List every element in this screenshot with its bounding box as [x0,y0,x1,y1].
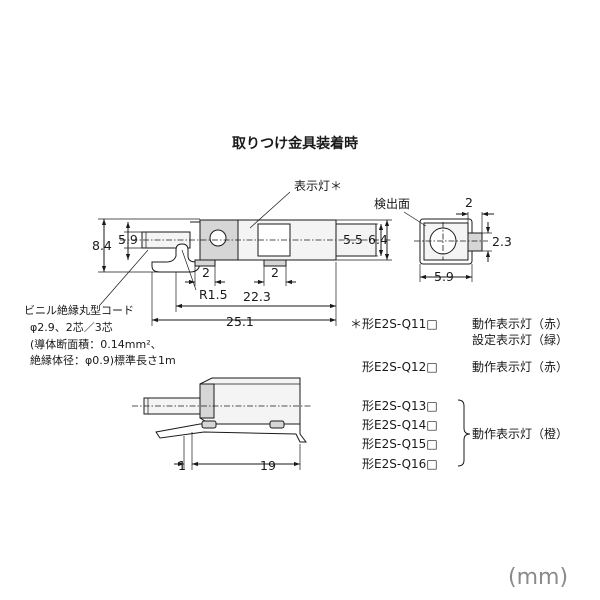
indicator-label: 表示灯＊ [294,179,342,193]
side-view: 検出面 2 2.3 5.9 [374,195,512,284]
cable-spec-line3: (導体断面積：0.14mm²、 [30,337,162,351]
front-view-lower: 1 19 [132,377,312,473]
dim-2-a: 2 [202,265,210,280]
model-bracket [457,399,471,467]
model-q11-desc1: 動作表示灯（赤） [472,317,568,331]
model-list-bottom: 形E2S-Q13□ 形E2S-Q14□ 形E2S-Q15□ 形E2S-Q16□ … [362,399,568,471]
model-list-top: ＊形E2S-Q11□ 動作表示灯（赤） 設定表示灯（緑） 形E2S-Q12□ 動… [350,317,568,374]
cable-spec-line1: ビニル絶縁丸型コード [24,303,134,317]
dim-8-4: 8.4 [92,238,112,253]
model-q15: 形E2S-Q15□ [362,437,438,451]
dim-5-9-left: 5.9 [118,232,138,247]
model-q12-desc: 動作表示灯（赤） [472,360,568,374]
model-q16: 形E2S-Q16□ [362,457,438,471]
dim-2-3: 2.3 [492,234,512,249]
model-q13: 形E2S-Q13□ [362,399,438,413]
dim-6-4: 6.4 [368,232,388,247]
dim-1: 1 [178,458,186,473]
dim-19: 19 [260,458,276,473]
dim-22-3: 22.3 [243,289,271,304]
unit-label: (mm) [508,565,568,590]
mounting-hole [209,229,227,247]
model-q11-desc2: 設定表示灯（緑） [472,332,568,347]
sensor-body-lower [199,377,301,425]
model-group-desc: 動作表示灯（橙） [472,426,568,441]
front-view: 8.4 5.9 5.5 6.4 2 2 R1.5 22.3 25.1 [92,179,392,329]
model-q11: ＊形E2S-Q11□ [350,317,438,331]
cable-spec-line2: φ2.9、2芯／3芯 [30,320,113,334]
model-q14: 形E2S-Q14□ [362,418,438,432]
bracket-lower [155,423,307,443]
dim-2-side: 2 [465,195,473,210]
model-q12: 形E2S-Q12□ [362,360,438,374]
dim-5-5: 5.5 [343,232,363,247]
cable-spec: ビニル絶縁丸型コード φ2.9、2芯／3芯 (導体断面積：0.14mm²、 絶縁… [24,303,176,367]
sensing-face-tab [467,232,483,252]
dim-r1-5: R1.5 [199,287,228,302]
dim-25-1: 25.1 [226,314,254,329]
dim-2-b: 2 [271,265,279,280]
dim-5-9-side: 5.9 [434,269,454,284]
sensing-face-label: 検出面 [374,197,410,211]
drawing-title: 取りつけ金具装着時 [232,135,358,152]
cable-spec-line4: 絶縁体径：φ0.9)標準長さ1m [30,353,176,367]
